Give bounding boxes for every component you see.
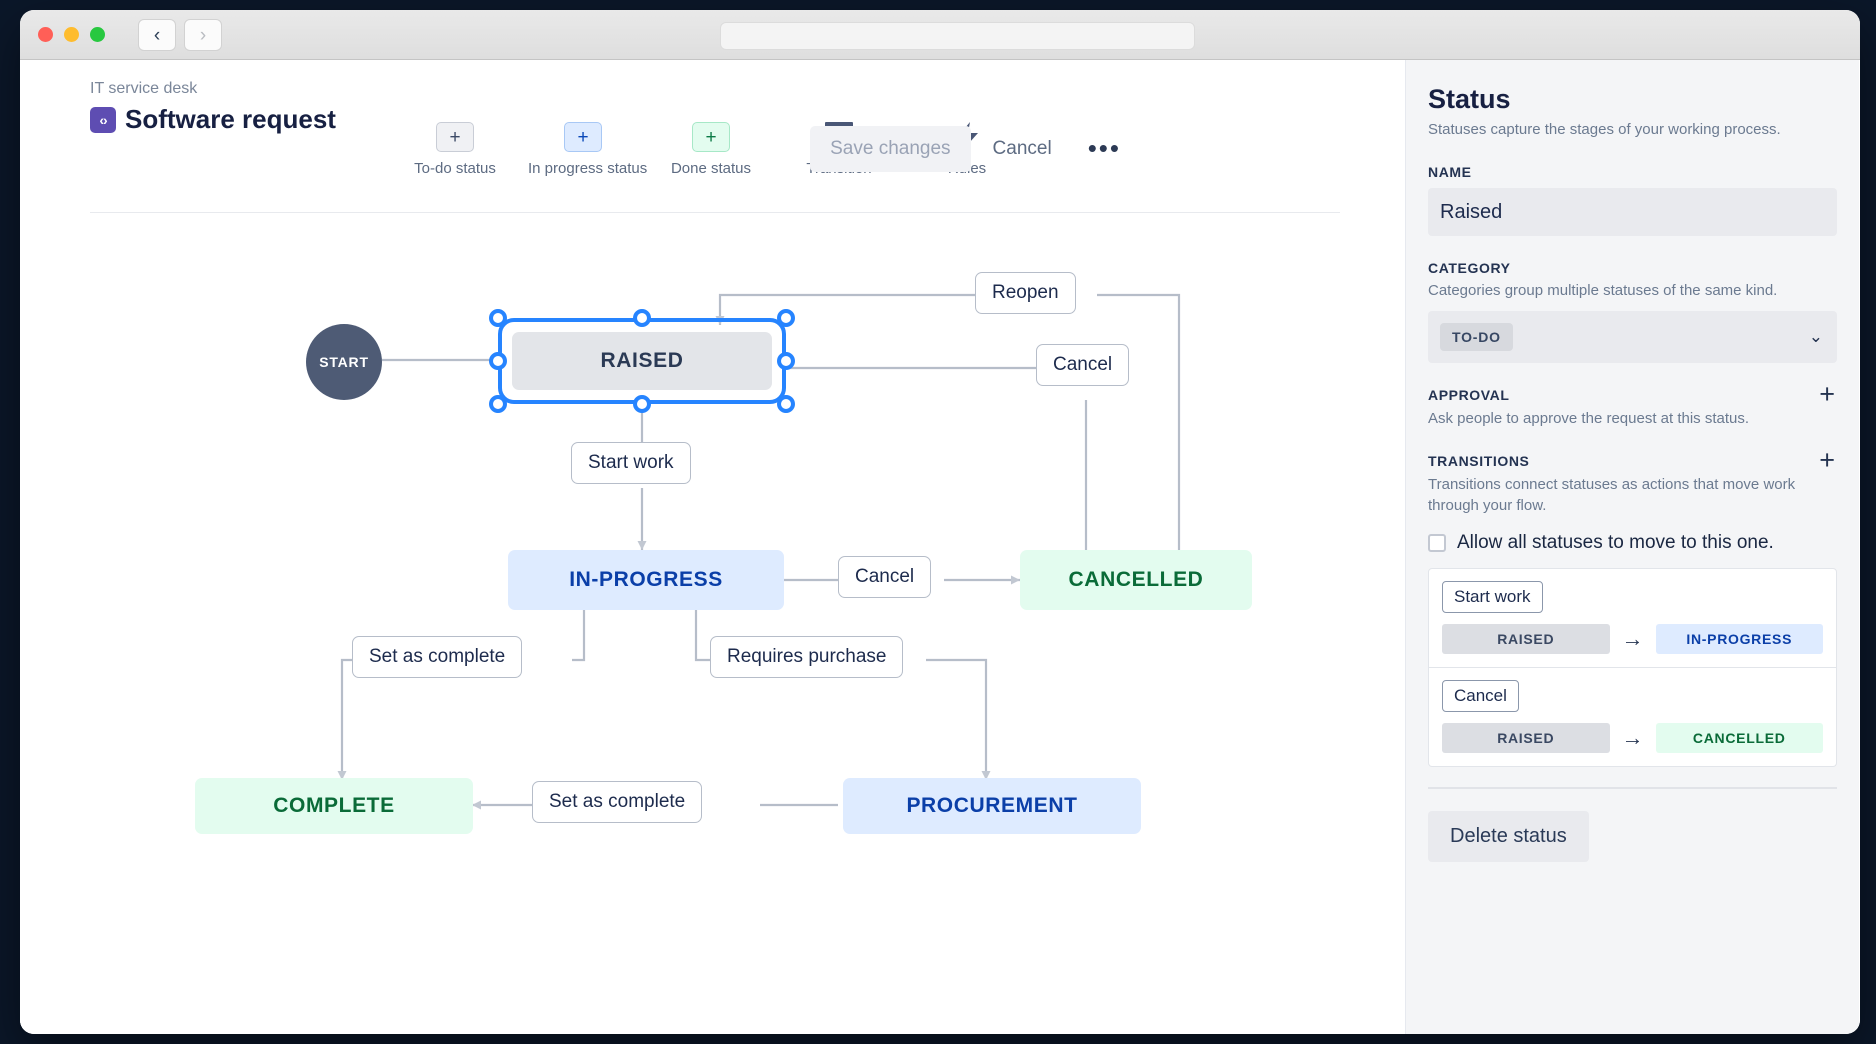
transition-name[interactable]: Start work (1442, 580, 1543, 613)
plus-icon: + (564, 122, 602, 152)
selection-outline (498, 318, 786, 404)
approval-section: APPROVAL + Ask people to approve the req… (1428, 379, 1837, 429)
workflow-canvas[interactable]: START RAISED IN-PROGRESS (20, 220, 1406, 1034)
code-brackets-icon: ‹› (90, 106, 116, 133)
status-node-procurement[interactable]: PROCUREMENT (843, 778, 1141, 834)
toolbar-label: To-do status (414, 160, 496, 177)
transition-from-status: RAISED (1442, 623, 1610, 654)
resize-handle-bottom-center[interactable] (633, 395, 651, 413)
category-label: CATEGORY (1428, 260, 1511, 276)
allow-all-statuses-row[interactable]: Allow all statuses to move to this one. (1428, 532, 1837, 554)
toolbar-item-inprogress-status[interactable]: + In progress status (528, 122, 648, 177)
status-node-label: COMPLETE (273, 794, 395, 817)
category-section: CATEGORY Categories group multiple statu… (1428, 260, 1837, 364)
transition-card[interactable]: Cancel RAISED → CANCELLED (1428, 667, 1837, 767)
resize-handle-middle-right[interactable] (777, 352, 795, 370)
page-title: Software request (125, 104, 336, 134)
start-node[interactable]: START (306, 324, 382, 400)
maximize-window-button[interactable] (90, 27, 105, 42)
transition-label-cancel-inprogress[interactable]: Cancel (838, 556, 932, 598)
window-titlebar: ‹ › (20, 10, 1860, 60)
transition-label-cancel-raised[interactable]: Cancel (1036, 344, 1130, 386)
app-body: IT service desk ‹› Software request + To… (20, 60, 1860, 1034)
editor-header: IT service desk ‹› Software request + To… (20, 60, 1405, 213)
resize-handle-middle-left[interactable] (489, 352, 507, 370)
plus-icon: + (436, 122, 474, 152)
forward-button[interactable]: › (184, 19, 222, 51)
delete-status-button[interactable]: Delete status (1428, 810, 1589, 862)
more-options-icon[interactable]: ••• (1074, 131, 1135, 167)
add-transition-button[interactable]: + (1819, 445, 1835, 476)
toolbar-label: In progress status (528, 160, 648, 177)
save-changes-button[interactable]: Save changes (810, 126, 971, 172)
transition-label-start-work[interactable]: Start work (571, 442, 691, 484)
navigation-buttons: ‹ › (138, 19, 222, 51)
minimize-window-button[interactable] (64, 27, 79, 42)
allow-all-statuses-checkbox[interactable] (1428, 533, 1446, 552)
status-node-cancelled[interactable]: CANCELLED (1020, 550, 1252, 610)
traffic-lights (38, 27, 105, 42)
status-details-panel: Status Statuses capture the stages of yo… (1406, 60, 1859, 1034)
plus-icon: + (692, 122, 730, 152)
transition-list: Start work RAISED → IN-PROGRESS Cancel R… (1428, 567, 1837, 767)
category-dropdown[interactable]: TO-DO ⌄ (1428, 311, 1837, 364)
category-description: Categories group multiple statuses of th… (1428, 282, 1778, 299)
transition-to-status: IN-PROGRESS (1655, 623, 1823, 654)
cancel-button[interactable]: Cancel (977, 126, 1068, 172)
allow-all-statuses-label: Allow all statuses to move to this one. (1457, 531, 1774, 553)
status-node-label: PROCUREMENT (906, 794, 1078, 817)
approval-label: APPROVAL (1428, 386, 1510, 403)
resize-handle-top-center[interactable] (633, 309, 651, 327)
arrow-right-icon: → (1621, 625, 1644, 651)
close-window-button[interactable] (38, 27, 53, 42)
transition-label-set-as-complete-bottom[interactable]: Set as complete (532, 781, 703, 823)
status-node-raised[interactable]: RAISED (489, 309, 795, 413)
workflow-editor: IT service desk ‹› Software request + To… (20, 60, 1406, 1034)
transition-to-status: CANCELLED (1655, 722, 1823, 753)
approval-description: Ask people to approve the request at thi… (1428, 410, 1750, 428)
transitions-label: TRANSITIONS (1428, 452, 1530, 469)
transitions-section: TRANSITIONS + Transitions connect status… (1428, 445, 1837, 767)
category-value: TO-DO (1440, 323, 1513, 352)
header-divider (90, 212, 1340, 213)
name-section: NAME (1428, 164, 1837, 236)
arrow-right-icon: → (1621, 724, 1644, 750)
name-label: NAME (1428, 164, 1472, 180)
status-name-input[interactable] (1428, 188, 1837, 236)
url-input[interactable] (720, 22, 1195, 50)
transition-label-requires-purchase[interactable]: Requires purchase (710, 636, 904, 678)
panel-divider (1428, 786, 1837, 789)
toolbar-item-todo-status[interactable]: + To-do status (400, 122, 510, 177)
breadcrumb[interactable]: IT service desk (90, 80, 198, 97)
transition-name[interactable]: Cancel (1442, 679, 1519, 712)
chevron-down-icon: ⌄ (1808, 327, 1823, 347)
toolbar-label: Done status (670, 160, 752, 177)
toolbar-item-done-status[interactable]: + Done status (656, 122, 766, 177)
resize-handle-top-left[interactable] (489, 309, 507, 327)
resize-handle-bottom-right[interactable] (777, 395, 795, 413)
transition-label-reopen[interactable]: Reopen (975, 272, 1076, 314)
status-node-in-progress[interactable]: IN-PROGRESS (508, 550, 784, 610)
browser-window: ‹ › IT service desk ‹› Software request … (20, 10, 1860, 1034)
header-actions: Save changes Cancel ••• (810, 126, 1135, 172)
add-approval-button[interactable]: + (1819, 379, 1835, 410)
status-node-complete[interactable]: COMPLETE (195, 778, 473, 834)
transition-from-status: RAISED (1442, 722, 1610, 753)
page-title-row: ‹› Software request (90, 104, 336, 135)
resize-handle-top-right[interactable] (777, 309, 795, 327)
panel-title: Status (1428, 84, 1511, 114)
back-button[interactable]: ‹ (138, 19, 176, 51)
transitions-description: Transitions connect statuses as actions … (1428, 476, 1796, 514)
transition-label-set-as-complete-left[interactable]: Set as complete (352, 636, 523, 678)
panel-subtitle: Statuses capture the stages of your work… (1428, 121, 1781, 138)
transition-card[interactable]: Start work RAISED → IN-PROGRESS (1428, 567, 1837, 668)
status-node-label: CANCELLED (1068, 568, 1204, 591)
status-node-label: IN-PROGRESS (569, 568, 723, 591)
resize-handle-bottom-left[interactable] (489, 395, 507, 413)
status-node-label: RAISED (512, 332, 772, 390)
